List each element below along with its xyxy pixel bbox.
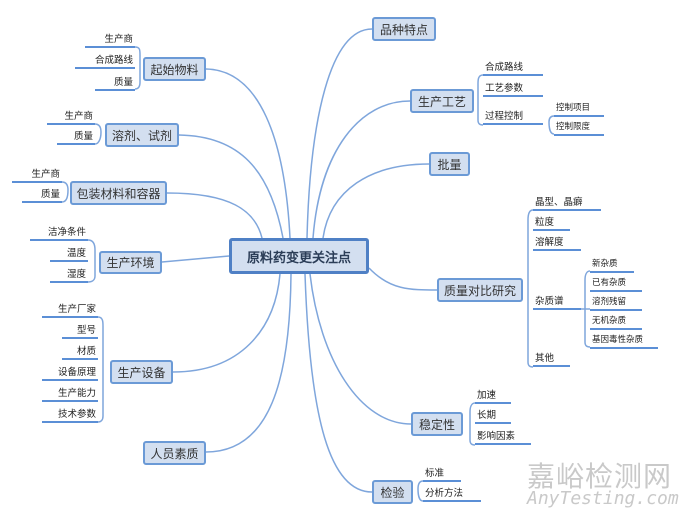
leaf-item[interactable]: 生产商 <box>12 168 62 183</box>
leaf-item[interactable]: 质量 <box>95 76 135 91</box>
leaf-item[interactable]: 标准 <box>423 467 461 482</box>
leaf-item[interactable]: 技术参数 <box>42 408 98 423</box>
leaf-item[interactable]: 湿度 <box>50 268 88 283</box>
leaf-item[interactable]: 控制限度 <box>554 121 604 136</box>
leaf-item[interactable]: 溶剂残留 <box>590 296 642 311</box>
leaf-item[interactable]: 合成路线 <box>75 54 135 69</box>
leaf-item[interactable]: 基因毒性杂质 <box>590 334 658 349</box>
leaf-item[interactable]: 生产厂家 <box>42 303 98 318</box>
topic-stability[interactable]: 稳定性 <box>411 412 463 436</box>
watermark-cn: 嘉峪检测网 <box>527 460 673 493</box>
leaf-item[interactable]: 设备原理 <box>42 366 98 381</box>
leaf-item[interactable]: 控制项目 <box>554 102 604 117</box>
leaf-item[interactable]: 型号 <box>62 324 98 339</box>
leaf-item[interactable]: 质量 <box>57 130 95 145</box>
leaf-item[interactable]: 杂质谱 <box>533 295 581 310</box>
leaf-item[interactable]: 材质 <box>62 345 98 360</box>
leaf-item[interactable]: 已有杂质 <box>590 277 642 292</box>
topic-equipment[interactable]: 生产设备 <box>110 360 173 384</box>
leaf-item[interactable]: 新杂质 <box>590 258 634 273</box>
topic-personnel[interactable]: 人员素质 <box>143 441 206 465</box>
leaf-item[interactable]: 无机杂质 <box>590 315 642 330</box>
central-topic[interactable]: 原料药变更关注点 <box>229 238 369 274</box>
leaf-item[interactable]: 合成路线 <box>483 61 543 76</box>
leaf-item[interactable]: 洁净条件 <box>30 226 88 241</box>
topic-packaging[interactable]: 包装材料和容器 <box>70 181 167 205</box>
watermark-en: AnyTesting.com <box>527 488 679 509</box>
leaf-item[interactable]: 温度 <box>50 247 88 262</box>
topic-quality-comparison[interactable]: 质量对比研究 <box>437 278 523 302</box>
leaf-item[interactable]: 影响因素 <box>475 430 531 445</box>
topic-batch-size[interactable]: 批量 <box>429 152 470 176</box>
topic-starting-materials[interactable]: 起始物料 <box>143 57 206 81</box>
leaf-item[interactable]: 生产能力 <box>42 387 98 402</box>
topic-solvents-reagents[interactable]: 溶剂、试剂 <box>105 123 179 147</box>
topic-variety-features[interactable]: 品种特点 <box>372 17 436 41</box>
topic-testing[interactable]: 检验 <box>372 480 413 504</box>
leaf-item[interactable]: 分析方法 <box>423 487 481 502</box>
leaf-item[interactable]: 过程控制 <box>483 110 543 125</box>
leaf-item[interactable]: 粒度 <box>533 216 570 231</box>
leaf-item[interactable]: 溶解度 <box>533 236 581 251</box>
leaf-item[interactable]: 加速 <box>475 389 511 404</box>
leaf-item[interactable]: 其他 <box>533 352 570 367</box>
leaf-item[interactable]: 工艺参数 <box>483 82 543 97</box>
leaf-item[interactable]: 晶型、晶癖 <box>533 196 601 211</box>
leaf-item[interactable]: 生产商 <box>85 33 135 48</box>
leaf-item[interactable]: 生产商 <box>47 110 95 125</box>
leaf-item[interactable]: 长期 <box>475 409 511 424</box>
leaf-item[interactable]: 质量 <box>22 188 62 203</box>
topic-environment[interactable]: 生产环境 <box>99 251 162 274</box>
topic-process[interactable]: 生产工艺 <box>410 89 474 113</box>
